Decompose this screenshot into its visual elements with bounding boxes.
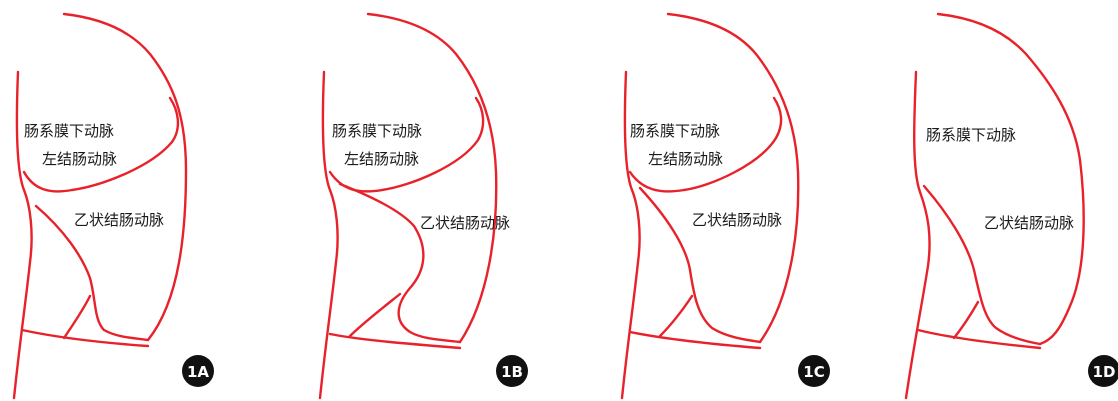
- label-sigmoid: 乙状结肠动脉: [984, 214, 1074, 232]
- sigmoid-sub-branch: [954, 302, 978, 338]
- ima-trunk: [14, 72, 32, 398]
- ima-trunk: [622, 72, 640, 398]
- label-left-colic: 左结肠动脉: [42, 150, 117, 168]
- panel-1b: 肠系膜下动脉 左结肠动脉 乙状结肠动脉 1B: [320, 14, 528, 398]
- left-colic-loop: [630, 98, 781, 191]
- ima-trunk: [320, 72, 338, 398]
- panel-1c: 肠系膜下动脉 左结肠动脉 乙状结肠动脉 1C: [622, 14, 830, 398]
- label-left-colic: 左结肠动脉: [344, 150, 419, 168]
- label-ima: 肠系膜下动脉: [24, 122, 114, 140]
- badge-1a: 1A: [187, 363, 209, 381]
- sigmoid-sub-branch: [660, 296, 692, 336]
- marginal-arc: [938, 14, 1084, 344]
- label-left-colic: 左结肠动脉: [648, 150, 723, 168]
- panel-1d: 肠系膜下动脉 乙状结肠动脉 1D: [906, 14, 1118, 398]
- sigmoid-sub-branch: [350, 294, 400, 336]
- marginal-arc: [368, 14, 496, 342]
- sigmoid-branch: [340, 184, 460, 342]
- badge-1b: 1B: [501, 363, 523, 381]
- label-sigmoid: 乙状结肠动脉: [74, 211, 164, 229]
- label-sigmoid: 乙状结肠动脉: [692, 211, 782, 229]
- label-ima: 肠系膜下动脉: [630, 122, 720, 140]
- label-ima: 肠系膜下动脉: [926, 126, 1016, 144]
- badge-1d: 1D: [1093, 363, 1116, 381]
- marginal-arc: [668, 14, 798, 342]
- panel-1a: 肠系膜下动脉 左结肠动脉 乙状结肠动脉 1A: [14, 14, 214, 398]
- bottom-arcade: [630, 332, 760, 348]
- marginal-arc: [64, 14, 186, 340]
- left-colic-loop: [330, 98, 483, 191]
- ima-trunk: [906, 72, 930, 398]
- sigmoid-sub-branch: [64, 296, 90, 338]
- left-colic-loop: [24, 98, 178, 191]
- label-sigmoid: 乙状结肠动脉: [420, 214, 510, 232]
- sigmoid-branch: [924, 186, 1040, 344]
- badge-1c: 1C: [803, 363, 824, 381]
- label-ima: 肠系膜下动脉: [332, 122, 422, 140]
